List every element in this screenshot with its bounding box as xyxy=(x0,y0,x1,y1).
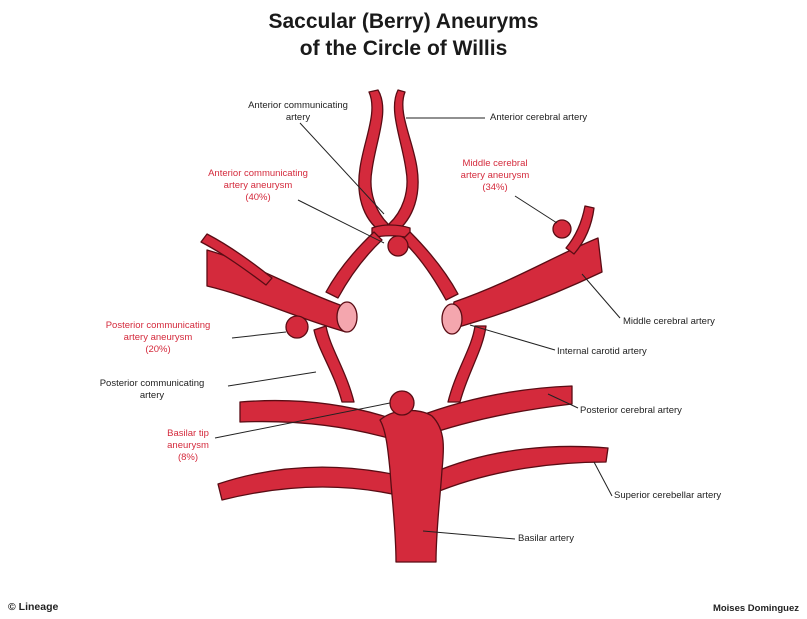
leader-mca xyxy=(582,274,620,318)
label-basilar-artery: Basilar artery xyxy=(518,533,574,545)
leader-pcom-artery xyxy=(228,372,316,386)
label-internal-carotid-artery: Internal carotid artery xyxy=(557,346,647,358)
pcom-aneurysm-sac xyxy=(286,316,308,338)
right-posterior-communicating-artery xyxy=(448,326,486,402)
label-anterior-cerebral-artery: Anterior cerebral artery xyxy=(490,112,587,124)
label-pcom-aneurysm: Posterior communicating artery aneurysm … xyxy=(78,320,238,356)
right-internal-carotid-end xyxy=(442,304,462,334)
author-credit: Moises Dominguez xyxy=(713,603,799,614)
right-anterior-cerebral-artery xyxy=(389,90,418,232)
right-superior-cerebellar-artery xyxy=(430,446,608,494)
copyright-lineage: © Lineage xyxy=(8,601,58,613)
left-posterior-communicating-artery xyxy=(314,326,354,402)
leader-sca xyxy=(594,462,612,496)
label-posterior-cerebral-artery: Posterior cerebral artery xyxy=(580,405,682,417)
right-middle-cerebral-artery xyxy=(448,238,602,330)
label-posterior-communicating-artery: Posterior communicating artery xyxy=(72,378,232,402)
right-a1-segment xyxy=(402,232,458,300)
leader-pcom-aneurysm xyxy=(232,332,286,338)
left-internal-carotid-end xyxy=(337,302,357,332)
label-superior-cerebellar-artery: Superior cerebellar artery xyxy=(614,490,721,502)
left-posterior-cerebral-artery xyxy=(240,401,390,438)
leader-mca-aneurysm xyxy=(515,196,557,223)
label-basilar-tip-aneurysm: Basilar tip aneurysm (8%) xyxy=(128,428,248,464)
left-superior-cerebellar-artery xyxy=(218,467,392,500)
label-acom-aneurysm: Anterior communicating artery aneurysm (… xyxy=(178,168,338,204)
label-middle-cerebral-artery: Middle cerebral artery xyxy=(623,316,715,328)
label-anterior-communicating-artery: Anterior communicating artery xyxy=(218,100,378,124)
basilar-tip-aneurysm-sac xyxy=(390,391,414,415)
acom-aneurysm-sac xyxy=(388,236,408,256)
left-a1-segment xyxy=(326,232,382,298)
label-mca-aneurysm: Middle cerebral artery aneurysm (34%) xyxy=(430,158,560,194)
